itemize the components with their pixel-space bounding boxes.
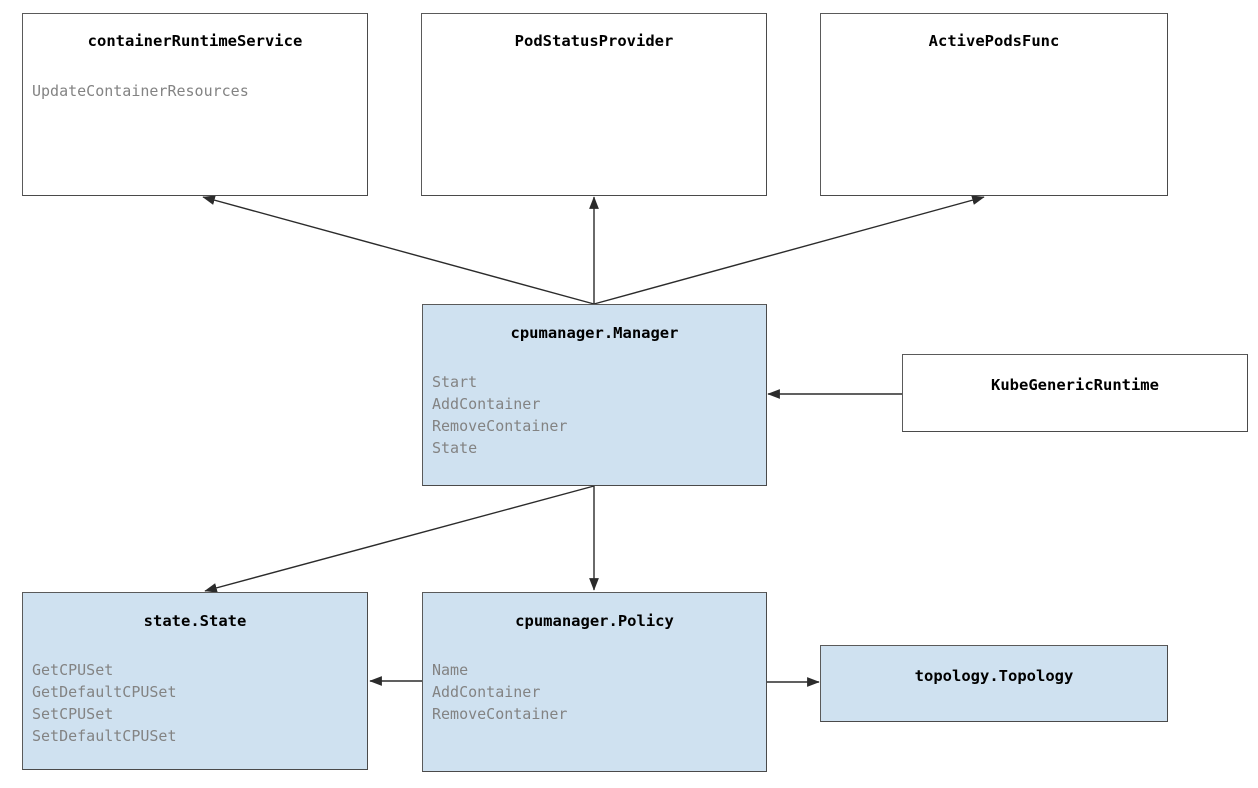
class-node-member: State xyxy=(432,439,478,457)
class-node-title: topology.Topology xyxy=(914,667,1074,685)
class-node-member: SetCPUSet xyxy=(32,705,114,723)
edge-manager-to-state-state xyxy=(204,485,595,593)
class-node-member: SetDefaultCPUSet xyxy=(32,727,177,745)
class-node-title: state.State xyxy=(143,612,247,630)
class-node-active-pods-func[interactable]: ActivePodsFunc xyxy=(820,13,1168,196)
class-node-member: RemoveContainer xyxy=(432,705,568,723)
class-node-member: Name xyxy=(432,661,469,679)
class-node-title: ActivePodsFunc xyxy=(928,32,1060,50)
class-node-member: UpdateContainerResources xyxy=(32,82,249,100)
edge-manager-to-active-pods-func xyxy=(593,195,985,305)
class-node-title: PodStatusProvider xyxy=(514,32,674,50)
class-node-title: containerRuntimeService xyxy=(87,32,303,50)
class-node-members: UpdateContainerResources xyxy=(32,80,249,102)
edge-manager-to-container-runtime-service xyxy=(202,195,595,305)
class-node-title: KubeGenericRuntime xyxy=(991,376,1159,394)
class-node-member: AddContainer xyxy=(432,395,541,413)
class-node-title: cpumanager.Manager xyxy=(510,324,679,342)
class-node-member: Start xyxy=(432,373,478,391)
class-node-member: GetCPUSet xyxy=(32,661,114,679)
class-node-member: RemoveContainer xyxy=(432,417,568,435)
class-node-kube-generic-runtime[interactable]: KubeGenericRuntime xyxy=(902,354,1248,432)
class-node-title: cpumanager.Policy xyxy=(515,612,674,630)
class-node-topology-topology[interactable]: topology.Topology xyxy=(820,645,1168,722)
class-node-pod-status-provider[interactable]: PodStatusProvider xyxy=(421,13,767,196)
class-node-member: GetDefaultCPUSet xyxy=(32,683,177,701)
class-node-member: AddContainer xyxy=(432,683,541,701)
